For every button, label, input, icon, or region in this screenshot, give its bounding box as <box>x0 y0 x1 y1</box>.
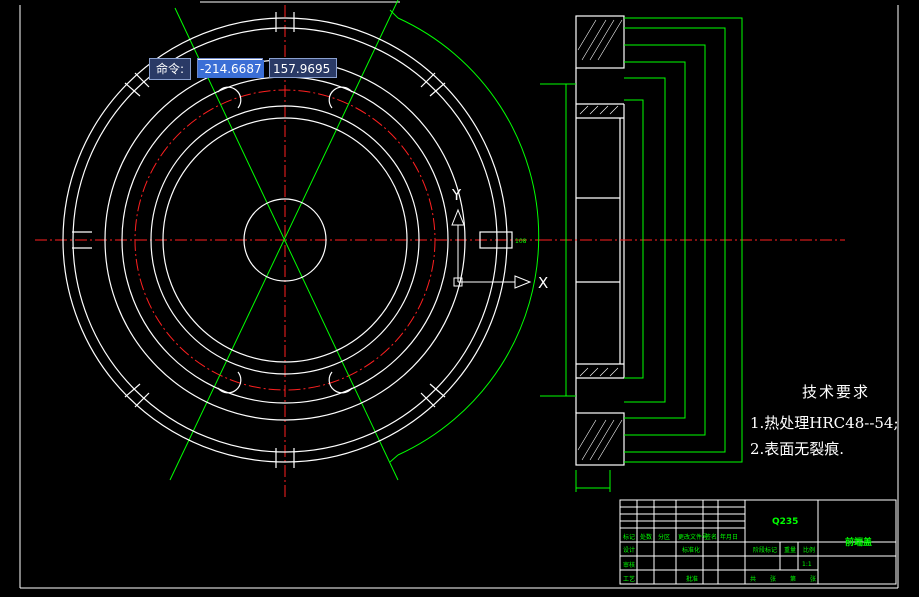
ucs-icon <box>451 208 532 289</box>
front-view: 108 <box>35 0 545 500</box>
title-block <box>619 499 897 585</box>
coordinate-y-input[interactable]: 157.9695 <box>269 58 337 78</box>
drawing-border <box>19 1 899 589</box>
title-block-row-process: 工艺 <box>623 575 635 583</box>
coordinate-x-input[interactable]: -214.6687 <box>197 58 264 78</box>
title-block-header-3: 分区 <box>658 533 670 541</box>
technical-requirements-title: 技术要求 <box>802 383 871 401</box>
section-view <box>540 15 845 492</box>
ucs-y-label: Y <box>451 186 462 204</box>
ucs-x-label: X <box>538 274 548 292</box>
coordinate-x-value: -214.6687 <box>198 60 264 78</box>
title-block-row-standard: 标准化 <box>682 546 700 554</box>
title-block-sheet-3: 第 <box>790 575 796 583</box>
title-block-header-1: 标记 <box>623 533 635 541</box>
title-block-ratio: 比例 <box>803 546 815 554</box>
title-block-row-review: 审核 <box>623 561 635 569</box>
title-block-row-approve: 批准 <box>686 575 698 583</box>
title-block-sheet-4: 张 <box>810 575 816 583</box>
title-block-row-design: 设计 <box>623 546 635 554</box>
title-block-header-2: 处数 <box>640 533 652 541</box>
svg-text:108: 108 <box>515 238 527 245</box>
title-block-part-name: 前端盖 <box>845 536 872 548</box>
title-block-sheet-2: 张 <box>770 575 776 583</box>
title-block-stage: 阶段标记 <box>753 546 777 554</box>
title-block-header-6: 年月日 <box>720 533 738 541</box>
title-block-weight: 重量 <box>784 546 796 554</box>
title-block-sheet-1: 共 <box>750 575 756 583</box>
command-prompt-label: 命令: <box>149 58 192 80</box>
technical-requirement-item: 1.热处理HRC48--54; <box>750 414 899 432</box>
title-block-scale: 1:1 <box>802 561 812 568</box>
title-block-header-5: 签名 <box>705 533 717 541</box>
title-block-header-4: 更改文件号 <box>678 533 708 541</box>
title-block-material: Q235 <box>772 517 798 527</box>
technical-requirement-item: 2.表面无裂痕. <box>750 440 845 458</box>
